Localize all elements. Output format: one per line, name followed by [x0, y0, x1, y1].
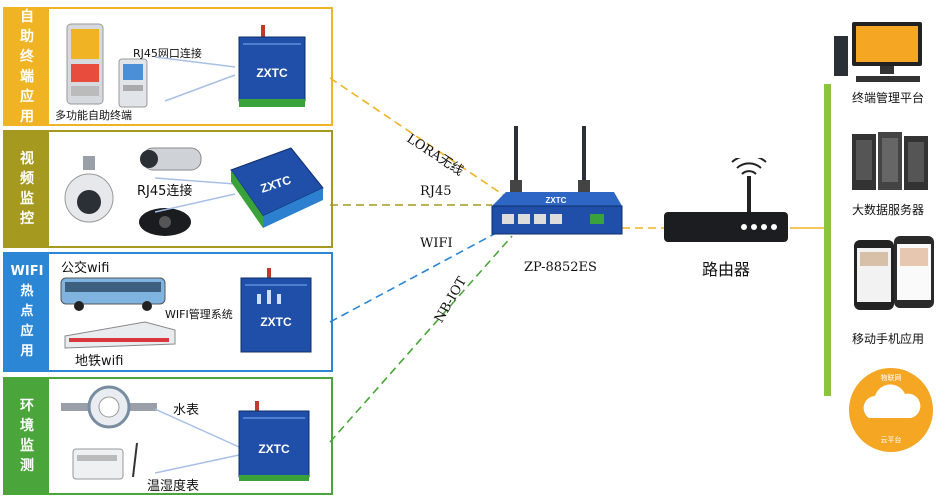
panel-self-service-side: 自助终 端应用: [5, 9, 49, 125]
panel-video-surveillance: 视频 监控 RJ45连接 ZXTC: [3, 130, 333, 248]
brand-logo-1: ZXTC: [256, 66, 288, 80]
server-icon: [852, 132, 928, 190]
mobile-phone-icon: [854, 236, 934, 310]
cloud-top-text: 物联网: [881, 373, 902, 382]
lora-line: [329, 77, 506, 197]
panel-self-service-device-label: 多功能自助终端: [55, 109, 132, 122]
gateway-device-icon: ZXTC: [238, 25, 306, 107]
cloud-platform-icon: 物联网 云平台: [849, 368, 933, 452]
panel-self-service: 自助终 端应用 RJ45网口连接 多功能自助终端 ZXTC: [3, 7, 333, 126]
connector-lines-4: [155, 408, 240, 474]
router-brand-logo: ZXTC: [546, 196, 567, 205]
camera-icons: [64, 147, 202, 236]
brand-logo-4: ZXTC: [258, 442, 290, 456]
computer-icon: [834, 22, 922, 82]
cloud-bottom-text: 云平台: [881, 435, 902, 444]
connector-lines-1: [155, 56, 236, 102]
bus-metro-icons: [60, 277, 176, 349]
panel-wifi-bus-label: 公交wifi: [61, 261, 110, 276]
wifi-router-icon: [664, 158, 788, 242]
panel-environment: 环境 监测 水表 温湿度表 ZXTC: [3, 377, 333, 495]
kiosk-icon: [66, 23, 148, 108]
panel-wifi-system-label: WIFI管理系统: [165, 308, 233, 321]
wifi-gateway-icon: ZXTC: [240, 268, 312, 353]
rj45-label: RJ45: [420, 184, 452, 199]
panel-self-service-connection-label: RJ45网口连接: [133, 47, 202, 60]
brand-logo-3: ZXTC: [260, 315, 292, 329]
connector-lines-2: [155, 177, 236, 213]
wifi-router-label: 路由器: [702, 260, 751, 279]
panel-environment-water-label: 水表: [173, 403, 200, 418]
wifi-label: WIFI: [420, 236, 453, 251]
meter-icons: [61, 385, 157, 480]
nbiot-line: [329, 235, 513, 443]
wifi-line: [329, 231, 499, 323]
platform-bus-bar: [824, 84, 831, 396]
panel-video-surveillance-side: 视频 监控: [5, 132, 49, 246]
panel-wifi-metro-label: 地铁wifi: [75, 354, 124, 369]
mobile-app-label: 移动手机应用: [852, 332, 925, 346]
panel-environment-side: 环境 监测: [5, 379, 49, 493]
panel-environment-humidity-label: 温湿度表: [147, 479, 200, 494]
industrial-router-icon: ZXTC: [491, 126, 623, 235]
sensor-gateway-icon: ZXTC: [238, 401, 310, 481]
bigdata-server-label: 大数据服务器: [852, 203, 925, 217]
router-model-label: ZP-8852ES: [524, 260, 597, 275]
serial-gateway-icon: ZXTC: [230, 147, 324, 228]
panel-video-surveillance-connection-label: RJ45连接: [137, 184, 193, 199]
terminal-platform-label: 终端管理平台: [852, 91, 925, 105]
